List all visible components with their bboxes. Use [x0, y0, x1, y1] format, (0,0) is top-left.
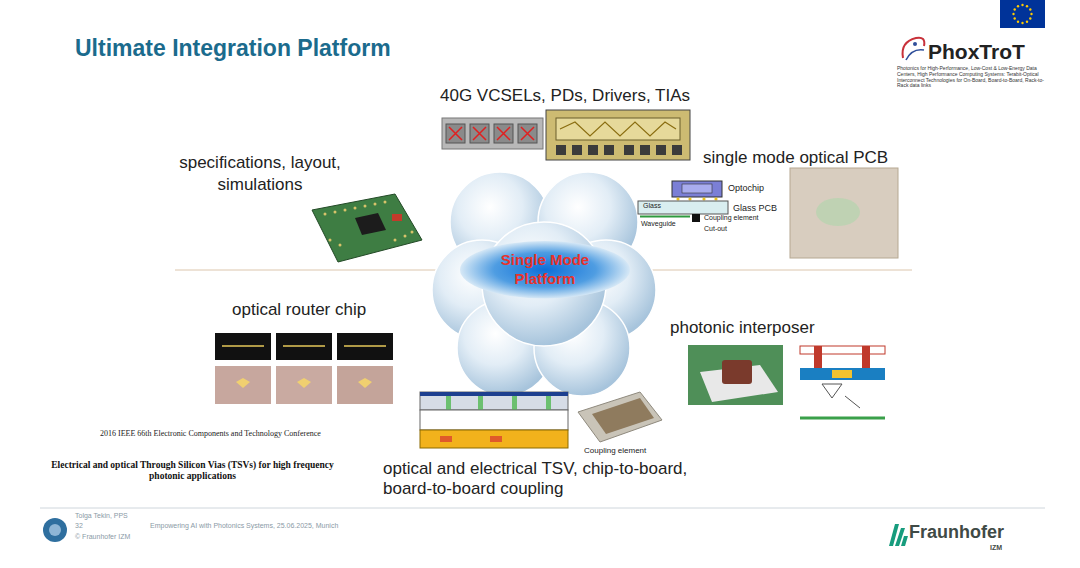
- platform-label: Single Mode Platform: [494, 251, 596, 289]
- brand-name: IZM: [990, 544, 1002, 552]
- component-label: optical and electrical TSV, chip-to-boar…: [383, 459, 723, 500]
- router-chip-images: [215, 333, 393, 404]
- footer-text: Tolga Tekin, PPS: [75, 512, 128, 520]
- pcb-photo: [790, 168, 898, 258]
- slide-title: Ultimate Integration Platform: [75, 35, 391, 63]
- driver-chip: [546, 110, 690, 160]
- eu-flag: [1000, 0, 1045, 28]
- part-label: Cut-out: [704, 225, 727, 233]
- part-label: Waveguide: [641, 220, 676, 228]
- footer-icon: [43, 518, 67, 542]
- platform-bubble: Single Mode Platform: [464, 243, 626, 297]
- logo-subtitle: Photonics for High-Performance, Low-Cost…: [897, 66, 1047, 89]
- brand-name: Fraunhofer: [909, 522, 1004, 544]
- tsv-cross-section: [420, 392, 568, 448]
- component-label: specifications, layout, simulations: [160, 152, 360, 196]
- cloud: [432, 172, 656, 396]
- interposer-photo: [688, 345, 783, 405]
- footer-line: [40, 508, 1045, 509]
- part-label: Glass PCB: [733, 203, 777, 214]
- ellipse-fill: [460, 241, 630, 299]
- page-number: 32: [75, 522, 83, 530]
- fraunhofer-mark: [889, 524, 908, 546]
- component-label: optical router chip: [232, 300, 366, 320]
- logo-text: PhoxTroT: [928, 39, 1025, 64]
- part-label: Coupling element: [704, 214, 758, 222]
- part-label: Optochip: [728, 183, 764, 194]
- vcsel-array: [442, 118, 543, 149]
- footer-text: © Fraunhofer IZM: [75, 533, 130, 541]
- component-label: 40G VCSELs, PDs, Drivers, TIAs: [440, 86, 690, 106]
- component-label: single mode optical PCB: [703, 148, 888, 168]
- interposer-diagram: [800, 346, 885, 418]
- coupling-element-model: [578, 392, 662, 442]
- logo-icon: [903, 38, 925, 60]
- evaluation-board: [312, 194, 422, 262]
- citation-text: 2016 IEEE 66th Electronic Components and…: [100, 429, 321, 439]
- paper-title: Electrical and optical Through Silicon V…: [45, 460, 340, 483]
- part-label: Coupling element: [584, 446, 646, 456]
- component-label: photonic interposer: [670, 318, 815, 338]
- footer-text: Empowering AI with Photonics Systems, 25…: [150, 522, 338, 530]
- part-label: Glass: [643, 202, 661, 210]
